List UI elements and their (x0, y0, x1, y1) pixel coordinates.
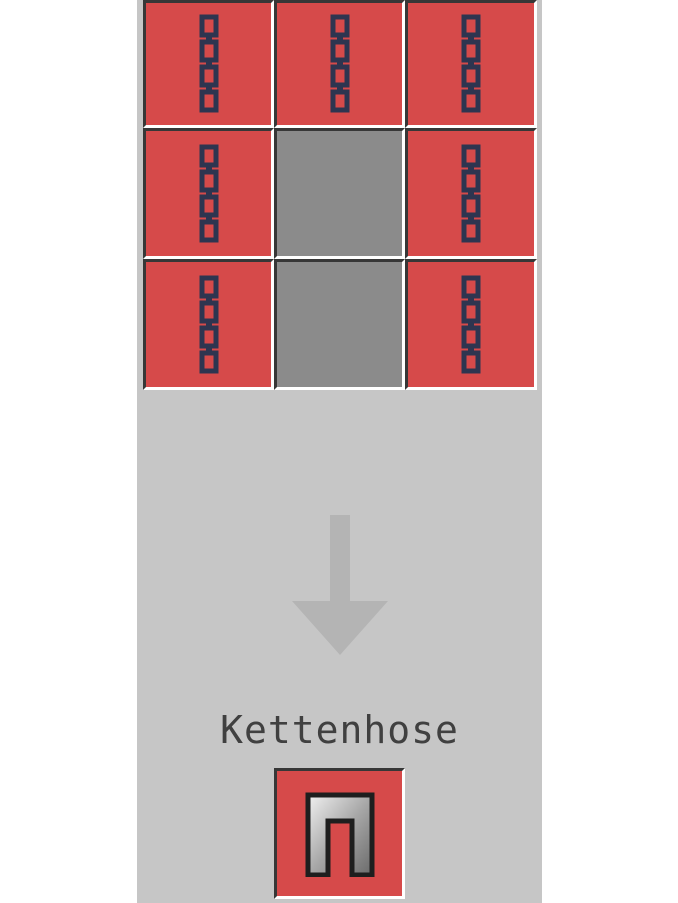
chain-icon (330, 14, 349, 113)
chain-icon (461, 14, 481, 113)
grid-slot-9[interactable] (405, 259, 537, 390)
grid-slot-2[interactable] (274, 0, 405, 128)
result-slot[interactable] (274, 768, 405, 899)
grid-slot-6[interactable] (405, 128, 537, 259)
grid-slot-4[interactable] (143, 128, 274, 259)
chain-icon (461, 144, 481, 242)
result-item-name: Kettenhose (220, 708, 459, 752)
arrow-down-icon (292, 515, 388, 655)
crafting-grid (143, 0, 537, 390)
chain-icon (199, 275, 218, 373)
chain-icon (461, 275, 481, 373)
grid-slot-7[interactable] (143, 259, 274, 390)
grid-slot-8[interactable] (274, 259, 405, 390)
grid-slot-1[interactable] (143, 0, 274, 128)
grid-slot-5[interactable] (274, 128, 405, 259)
chain-icon (199, 144, 218, 242)
chainmail-leggings-icon (305, 792, 374, 877)
grid-slot-3[interactable] (405, 0, 537, 128)
chain-icon (199, 14, 218, 113)
